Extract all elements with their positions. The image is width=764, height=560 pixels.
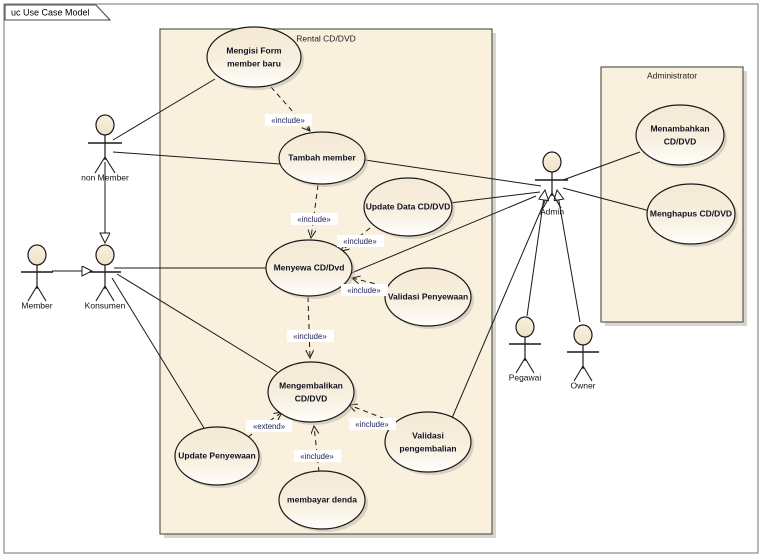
stereotype-label: «include» bbox=[293, 332, 327, 341]
stereotype-include-5: «include» bbox=[287, 330, 334, 342]
use-case-label: Menyewa CD/Dvd bbox=[274, 262, 345, 272]
actor-konsumen[interactable]: Konsumen bbox=[85, 244, 126, 310]
rel-admin-menyewa bbox=[348, 195, 537, 275]
stereotype-label: «extend» bbox=[253, 422, 286, 431]
rel-nonmember-tambahmember bbox=[112, 151, 281, 165]
stereotype-label: «include» bbox=[297, 215, 331, 224]
actor-owner[interactable]: Owner bbox=[567, 324, 599, 390]
rel-pegawai-admin bbox=[526, 190, 545, 317]
stereotype-include-4: «include» bbox=[341, 284, 388, 296]
rel-konsumen-mengembalikan bbox=[116, 273, 278, 373]
rel-menyewa-mengembalikan bbox=[308, 296, 310, 358]
rel-admin-menambahkan bbox=[562, 151, 641, 181]
actor-pegawai[interactable]: Pegawai bbox=[509, 316, 542, 382]
use-case-update-penyewaan[interactable]: Update Penyewaan bbox=[174, 426, 262, 488]
use-case-update-data[interactable]: Update Data CD/DVD bbox=[363, 177, 455, 239]
package-rental-title: Rental CD/DVD bbox=[296, 33, 356, 43]
use-case-menambahkan[interactable]: Menambahkan CD/DVD bbox=[635, 104, 727, 168]
use-case-label: Validasi Penyewaan bbox=[388, 291, 468, 301]
actor-label: non Member bbox=[81, 172, 129, 182]
association-lines bbox=[111, 78, 651, 429]
use-case-tambah-member[interactable]: Tambah member bbox=[278, 131, 368, 187]
actor-label: Konsumen bbox=[85, 300, 126, 310]
rel-admin-menghapus bbox=[562, 187, 651, 212]
use-case-label: Mengisi Form bbox=[226, 45, 282, 55]
rel-nonmember-mengisiform bbox=[112, 78, 216, 141]
rel-membayardenda-mengembalikan bbox=[314, 426, 320, 473]
use-case-label: Menambahkan bbox=[650, 123, 709, 133]
rel-admin-tambahmember bbox=[364, 159, 542, 187]
actor-admin[interactable]: Admin bbox=[535, 151, 568, 216]
use-case-label-line2: CD/DVD bbox=[295, 393, 328, 403]
use-case-label-line2: CD/DVD bbox=[664, 136, 697, 146]
frame-label: uc Use Case Model bbox=[11, 7, 90, 17]
actor-non-member[interactable]: non Member bbox=[81, 114, 129, 182]
use-case-label: membayar denda bbox=[287, 494, 357, 504]
stereotype-label: «include» bbox=[347, 286, 381, 295]
actor-label: Member bbox=[21, 300, 52, 310]
rel-owner-admin bbox=[557, 190, 581, 323]
use-case-membayar-denda[interactable]: membayar denda bbox=[278, 470, 368, 532]
stereotype-include-3: «include» bbox=[337, 235, 384, 247]
stereotype-include-6: «include» bbox=[349, 418, 396, 430]
use-case-validasi-pengembalian[interactable]: Validasi pengembalian bbox=[384, 411, 474, 475]
stereotype-include-1: «include» bbox=[265, 114, 312, 126]
use-case-validasi-penyewaan[interactable]: Validasi Penyewaan bbox=[384, 267, 474, 329]
use-case-label: Update Penyewaan bbox=[178, 450, 255, 460]
use-case-label: Menghapus CD/DVD bbox=[650, 208, 732, 218]
stereotype-label: «include» bbox=[343, 237, 377, 246]
stereotype-include-7: «include» bbox=[294, 450, 341, 462]
package-administrator-title: Administrator bbox=[647, 70, 697, 80]
stereotype-include-2: «include» bbox=[291, 213, 338, 225]
use-case-label: Validasi bbox=[412, 430, 444, 440]
actor-member[interactable]: Member bbox=[21, 244, 53, 310]
actor-label: Owner bbox=[570, 380, 595, 390]
use-case-label: Tambah member bbox=[288, 152, 356, 162]
use-case-label: Mengembalikan bbox=[279, 380, 343, 390]
generalization-lines bbox=[52, 162, 581, 323]
actor-label: Pegawai bbox=[509, 372, 542, 382]
stereotype-label: «include» bbox=[271, 116, 305, 125]
use-case-label: Update Data CD/DVD bbox=[366, 201, 451, 211]
rel-admin-updatedata bbox=[449, 191, 541, 204]
actor-label: Admin bbox=[540, 206, 564, 216]
use-case-mengembalikan[interactable]: Mengembalikan CD/DVD bbox=[267, 361, 357, 425]
use-case-mengisi-form[interactable]: Mengisi Form member baru bbox=[206, 26, 304, 90]
rel-admin-validasipengembalian bbox=[451, 195, 548, 419]
stereotype-label: «include» bbox=[300, 452, 334, 461]
rel-validasipengembalian-mengembalikan bbox=[349, 405, 394, 423]
use-case-menyewa[interactable]: Menyewa CD/Dvd bbox=[265, 239, 355, 299]
rel-konsumen-updatepenyewaan bbox=[111, 277, 205, 429]
rel-validasipenyewaan-menyewa bbox=[352, 278, 393, 289]
use-case-label-line2: member baru bbox=[227, 58, 281, 68]
use-case-label-line2: pengembalian bbox=[399, 443, 456, 453]
use-case-menghapus[interactable]: Menghapus CD/DVD bbox=[646, 183, 738, 247]
stereotype-label: «include» bbox=[355, 420, 389, 429]
stereotype-extend-1: «extend» bbox=[246, 420, 292, 432]
